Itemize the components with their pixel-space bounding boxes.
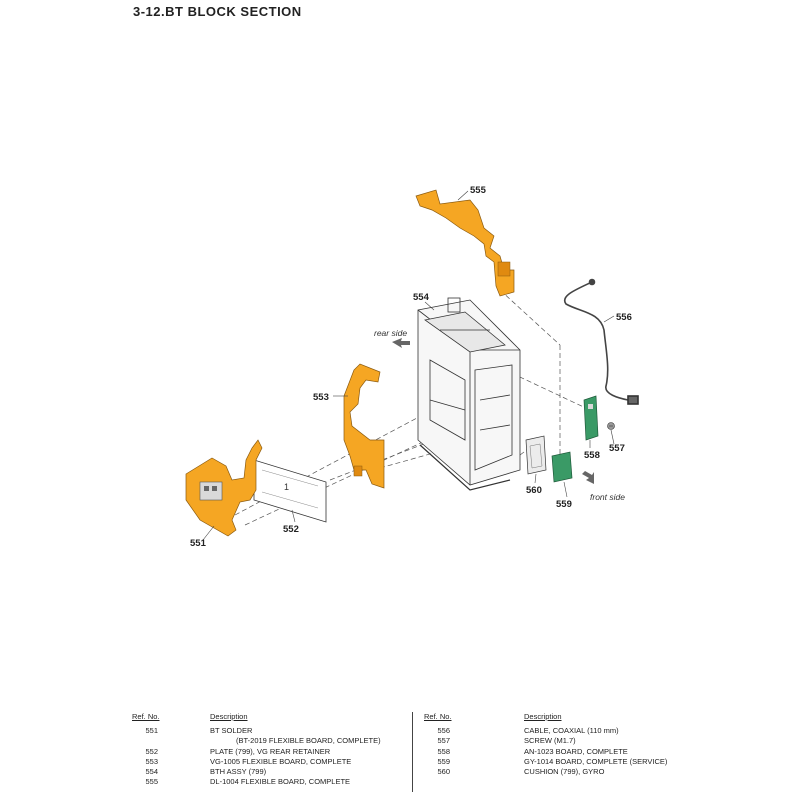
svg-text:1: 1 — [284, 482, 289, 492]
part-559-gy-board — [551, 451, 573, 483]
exploded-diagram: 1 — [185, 185, 639, 549]
ref-header-left: Ref. No. — [132, 712, 160, 721]
ref-header-right: Ref. No. — [424, 712, 452, 721]
callout-558: 558 — [584, 450, 600, 461]
part-555-flex-board — [415, 189, 515, 297]
desc-header-left: Description — [210, 712, 248, 721]
callout-552: 552 — [283, 524, 299, 535]
callout-553: 553 — [313, 392, 329, 403]
part-558-an-board — [583, 395, 599, 441]
callout-557: 557 — [609, 443, 625, 454]
page-title: 3-12.BT BLOCK SECTION — [133, 4, 302, 19]
callout-560: 560 — [526, 485, 542, 496]
leader-lines — [202, 190, 615, 541]
part-551-flex-board — [185, 439, 263, 537]
part-553-flex-board — [343, 363, 385, 489]
front-side-label: front side — [590, 492, 625, 502]
part-556-coaxial-cable — [563, 278, 639, 405]
rear-side-arrow — [392, 338, 410, 348]
table-divider — [412, 712, 413, 792]
part-557-screw — [607, 422, 615, 430]
front-side-arrow — [582, 471, 594, 484]
callout-559: 559 — [556, 499, 572, 510]
rear-side-label: rear side — [374, 328, 407, 338]
part-row: (BT-2019 FLEXIBLE BOARD, COMPLETE) — [236, 736, 381, 746]
part-560-cushion — [525, 435, 547, 475]
desc-header-right: Description — [524, 712, 562, 721]
callout-555: 555 — [470, 185, 487, 196]
callout-556: 556 — [616, 312, 632, 323]
callout-554: 554 — [413, 292, 430, 303]
part-552-plate: 1 — [253, 459, 327, 523]
part-554-bth-assy — [417, 297, 521, 491]
callout-551: 551 — [190, 538, 207, 549]
